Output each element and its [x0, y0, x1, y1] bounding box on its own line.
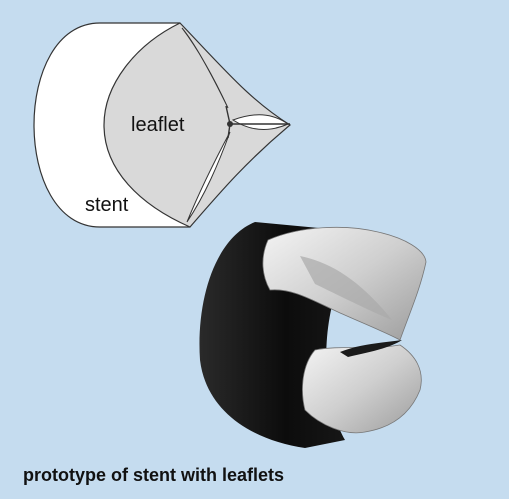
stent-label: stent	[85, 194, 128, 217]
prototype-leaflet-lower	[302, 345, 421, 433]
coaptation-center	[227, 121, 233, 127]
prototype-photo	[199, 222, 426, 448]
leaflet-label: leaflet	[131, 114, 184, 137]
figure-caption: prototype of stent with leaflets	[23, 465, 284, 486]
